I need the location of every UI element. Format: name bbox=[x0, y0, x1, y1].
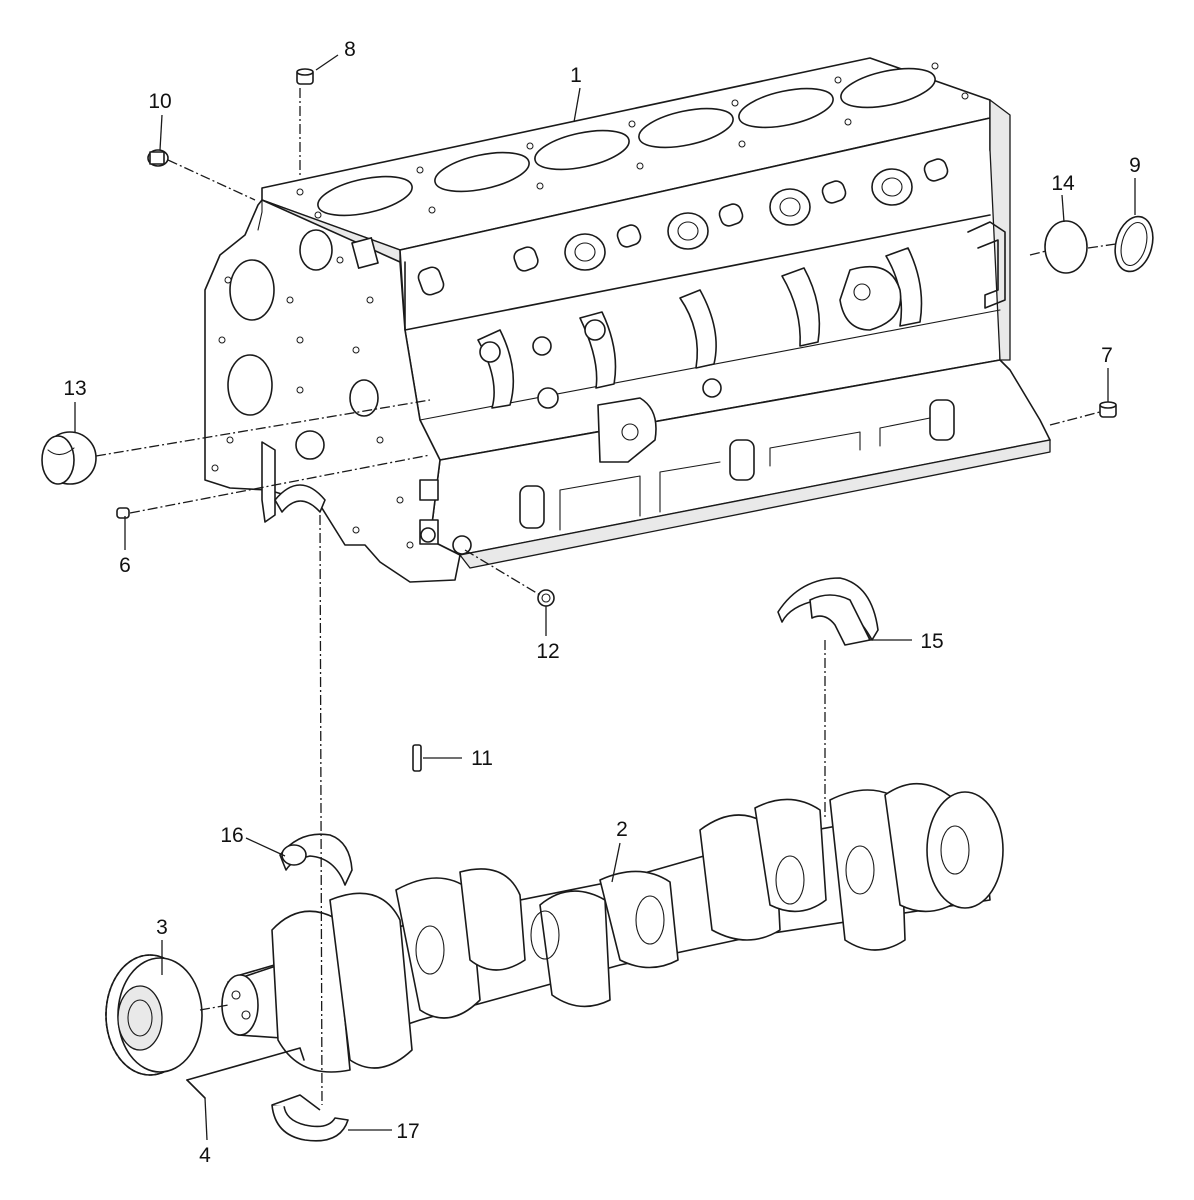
leader-lines bbox=[74, 54, 1136, 1141]
callout-2: 2 bbox=[616, 818, 628, 841]
callout-4: 4 bbox=[199, 1144, 211, 1167]
callout-3: 3 bbox=[156, 916, 168, 939]
engine-block bbox=[204, 57, 1051, 583]
tappet-bosses bbox=[417, 158, 949, 296]
thrust-bearing-15 bbox=[777, 577, 879, 646]
callout-1: 1 bbox=[570, 64, 582, 87]
callout-8: 8 bbox=[344, 38, 356, 61]
seal-ring-14 bbox=[1044, 220, 1088, 274]
thrust-washer-13 bbox=[41, 431, 97, 485]
bearing-ribs bbox=[477, 247, 923, 409]
callout-13: 13 bbox=[63, 377, 86, 400]
callout-11: 11 bbox=[471, 747, 493, 770]
skirt-lugs bbox=[519, 399, 955, 531]
callout-labels: 1 2 3 4 6 7 8 9 10 11 12 13 14 15 16 17 bbox=[63, 38, 1141, 1167]
front-face-features bbox=[211, 229, 472, 555]
callout-17: 17 bbox=[396, 1120, 419, 1143]
pin-6 bbox=[116, 507, 130, 519]
callout-7: 7 bbox=[1101, 344, 1113, 367]
crank-gear bbox=[105, 954, 203, 1076]
plug-12 bbox=[537, 589, 555, 607]
callout-6: 6 bbox=[119, 554, 131, 577]
plug-7 bbox=[1099, 401, 1117, 418]
deck-bolt-holes bbox=[296, 62, 969, 219]
callout-15: 15 bbox=[920, 630, 943, 653]
plug-10 bbox=[147, 149, 169, 167]
callout-14: 14 bbox=[1051, 172, 1075, 195]
bearing-shell-16 bbox=[279, 833, 353, 886]
callout-16: 16 bbox=[220, 824, 243, 847]
crankshaft bbox=[221, 782, 1004, 1073]
key-4 bbox=[186, 1047, 305, 1099]
callout-9: 9 bbox=[1129, 154, 1141, 177]
callout-12: 12 bbox=[536, 640, 559, 663]
dowel-11 bbox=[412, 744, 422, 772]
bearing-shell-17 bbox=[271, 1094, 349, 1142]
assembly-axes bbox=[95, 88, 1117, 1106]
bolt-8 bbox=[296, 68, 314, 85]
plug-9 bbox=[1114, 215, 1154, 273]
callout-10: 10 bbox=[148, 90, 171, 113]
